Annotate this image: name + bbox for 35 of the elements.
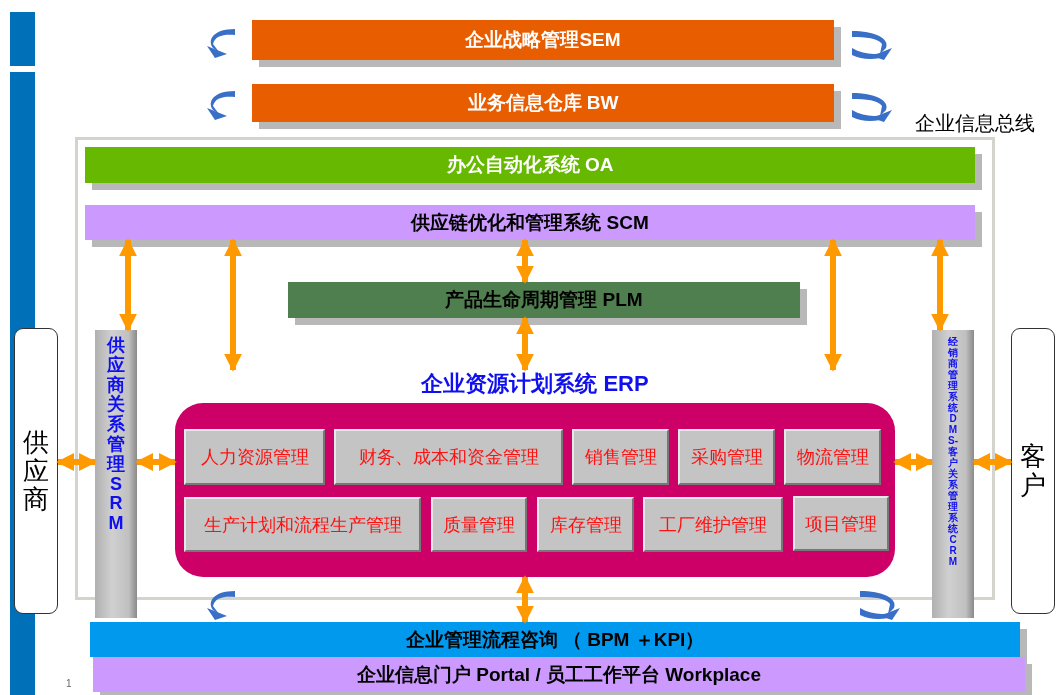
module-tile: 工厂维护管理 (643, 497, 783, 552)
bus-title: 企业信息总线 (915, 110, 1035, 137)
module-tile: 销售管理 (572, 429, 669, 485)
erp-title: 企业资源计划系统 ERP (420, 370, 650, 398)
party-box: 供应商 (14, 328, 58, 614)
module-tile: 财务、成本和资金管理 (334, 429, 563, 485)
double-arrow (135, 453, 177, 471)
banner-title: 办公自动化系统 OA (446, 153, 614, 177)
banner-title: 企业信息门户 Portal / 员工工作平台 Workplace (357, 662, 761, 687)
double-arrow (224, 238, 242, 372)
system-column: 供应商关系管理SRM (95, 330, 137, 618)
module-tile: 物流管理 (784, 429, 881, 485)
module-tile: 生产计划和流程生产管理 (184, 497, 421, 552)
module-tile: 库存管理 (537, 497, 634, 552)
banner-title: 产品生命周期管理 PLM (445, 288, 643, 312)
double-arrow (893, 453, 934, 471)
module-tile: 质量管理 (431, 497, 527, 552)
page-number: 1 (66, 678, 72, 689)
double-arrow (516, 316, 534, 372)
module-tile: 采购管理 (678, 429, 775, 485)
module-tile: 人力资源管理 (184, 429, 325, 485)
double-arrow (972, 453, 1013, 471)
system-column: 经销商管理系统DMS-客户关系管理系统CRM (932, 330, 974, 618)
double-arrow (119, 238, 137, 332)
banner-title: 业务信息仓库 BW (467, 91, 619, 115)
banner-title: 企业管理流程咨询 （ BPM ＋KPI） (405, 627, 705, 652)
double-arrow (931, 238, 949, 332)
banner-title: 企业战略管理SEM (465, 28, 621, 52)
double-arrow (56, 453, 97, 471)
module-tile: 项目管理 (793, 496, 889, 551)
double-arrow (516, 575, 534, 624)
double-arrow (516, 238, 534, 284)
double-arrow (824, 238, 842, 372)
party-box: 客户 (1011, 328, 1055, 614)
banner-title: 供应链优化和管理系统 SCM (411, 210, 649, 235)
